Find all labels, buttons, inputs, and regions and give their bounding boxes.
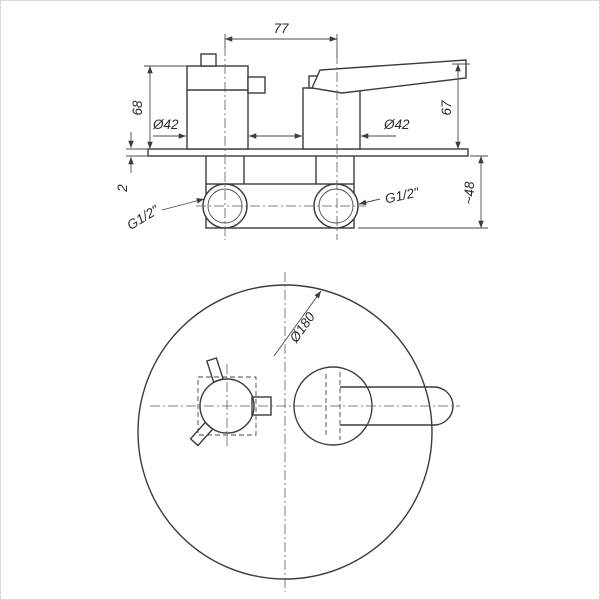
mixer-body-right	[302, 59, 467, 150]
wall-plate	[147, 148, 469, 157]
dim-plate-thickness: 2	[115, 132, 148, 193]
dim-diameter-right: Ø42	[269, 117, 410, 139]
dim-height-left: 68	[130, 65, 187, 149]
dim-depth-label: ~48	[462, 181, 477, 204]
thread-left-label: G1/2"	[124, 202, 162, 233]
dim-height-right: 67	[439, 63, 470, 149]
dim-diameter-right-label: Ø42	[383, 117, 410, 132]
side-port	[247, 76, 266, 94]
side-view: 77 68 Ø42 Ø42	[115, 21, 488, 240]
knob-stem	[200, 53, 217, 67]
knob-tab-upper	[205, 357, 225, 383]
inlet-connections	[202, 156, 359, 229]
dim-depth: ~48	[358, 155, 488, 229]
dim-height-right-label: 67	[439, 100, 454, 116]
front-view-centerlines	[150, 272, 460, 592]
dim-plate-thickness-label: 2	[115, 184, 130, 193]
dim-plate-diameter-label: Ø180	[286, 309, 318, 346]
front-view: Ø180	[137, 272, 460, 592]
dim-diameter-left: Ø42	[152, 117, 284, 139]
side-view-centerlines	[196, 46, 366, 240]
thread-callout-left: G1/2"	[124, 198, 205, 233]
thread-right-label: G1/2"	[384, 184, 422, 206]
dim-diameter-left-label: Ø42	[152, 117, 179, 132]
dim-plate-diameter: Ø180	[273, 290, 322, 357]
dim-height-left-label: 68	[130, 100, 145, 116]
mixer-body-left	[186, 53, 266, 150]
knob-front	[189, 357, 272, 447]
thread-callout-right: G1/2"	[358, 184, 422, 206]
dim-spacing-label: 77	[273, 21, 289, 36]
dim-spacing: 77	[224, 21, 338, 58]
lever-handle-side	[310, 59, 467, 94]
